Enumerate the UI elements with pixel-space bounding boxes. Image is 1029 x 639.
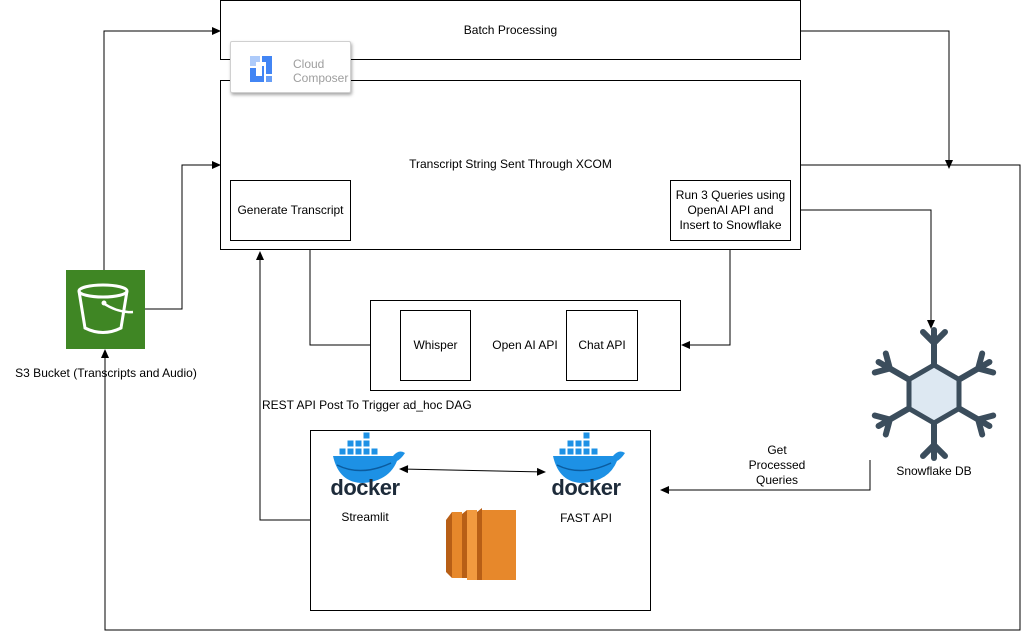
edge-snowflake-to-fastapi — [660, 460, 871, 494]
whisper-label: Whisper — [413, 338, 458, 352]
cloud-composer-line1: Cloud — [293, 57, 325, 71]
cloud-composer-icon — [250, 56, 272, 82]
xcom-label: Transcript String Sent Through XCOM — [409, 157, 612, 171]
run-queries-box: Run 3 Queries using OpenAI API and Inser… — [670, 180, 791, 241]
chat-api-label: Chat API — [578, 338, 626, 352]
edge-composer-loop-to-s3 — [101, 164, 1021, 631]
chat-api-box: Chat API — [566, 310, 638, 381]
snowflake-db-label: Snowflake DB — [896, 464, 972, 478]
generate-transcript-box: Generate Transcript — [230, 180, 351, 241]
run-queries-line1: Run 3 Queries using — [675, 188, 786, 202]
run-queries-line3: Insert to Snowflake — [679, 218, 782, 232]
rest-api-label: REST API Post To Trigger ad_hoc DAG — [262, 398, 472, 412]
docker-wordmark-streamlit: docker — [330, 475, 400, 500]
get-processed-line2: Processed — [748, 458, 806, 472]
edge-streamlit-fastapi — [399, 465, 546, 476]
get-processed-label: Get Processed Queries — [732, 443, 822, 488]
edge-s3-to-batch — [103, 27, 221, 270]
edge-batch-to-snowflake — [800, 30, 953, 169]
snowflake-icon — [873, 327, 995, 458]
generate-transcript-label: Generate Transcript — [237, 203, 344, 217]
docker-wordmark-fastapi: docker — [551, 475, 621, 500]
run-queries-label: Run 3 Queries using OpenAI API and Inser… — [671, 181, 790, 240]
cloud-composer-line2: Composer — [293, 71, 349, 85]
streamlit-label: Streamlit — [341, 510, 389, 524]
docker-deployment-group — [310, 430, 651, 611]
s3-bucket-icon — [66, 270, 145, 349]
run-queries-line2: OpenAI API and — [687, 203, 774, 217]
aws-ecs-icon — [446, 508, 516, 580]
batch-processing-label: Batch Processing — [463, 22, 558, 37]
docker-whale-icon-fastapi — [553, 431, 625, 483]
cloud-composer-text: Cloud Composer — [293, 57, 348, 85]
get-processed-line3: Queries — [755, 473, 799, 487]
edge-run-to-snowflake — [790, 209, 935, 329]
s3-bucket-label: S3 Bucket (Transcripts and Audio) — [15, 366, 197, 380]
edge-run-to-openai — [681, 240, 731, 349]
whisper-box: Whisper — [400, 310, 471, 381]
get-processed-line1: Get — [767, 443, 787, 457]
edge-generate-to-whisper — [309, 240, 400, 349]
openai-api-label: Open AI API — [492, 338, 558, 352]
fast-api-label: FAST API — [560, 511, 612, 525]
cloud-composer-badge: Cloud Composer — [230, 41, 351, 93]
edge-streamlit-to-composer — [256, 251, 310, 521]
edge-s3-to-composer — [145, 161, 221, 310]
docker-whale-icon-streamlit — [333, 431, 405, 483]
